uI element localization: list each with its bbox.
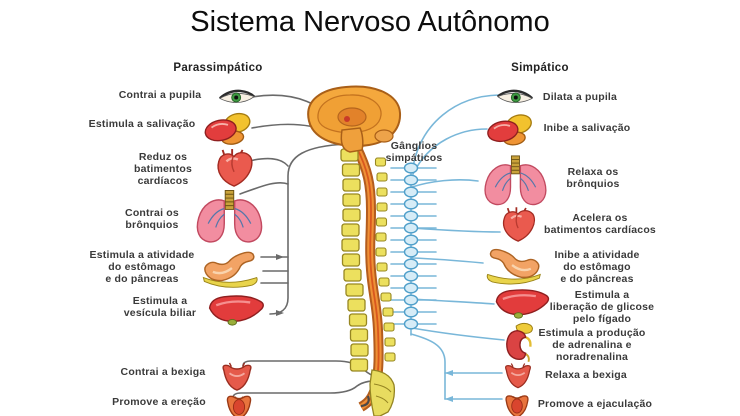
- bladder-icon: [222, 362, 252, 392]
- lungs-icon: [484, 155, 547, 206]
- stomach-pancreas-icon: [486, 248, 542, 286]
- sympathetic-organs: [484, 89, 550, 416]
- salivary-glands-icon: [485, 113, 535, 146]
- label-estimula-vesicula: Estimula a vesícula biliar: [123, 295, 197, 319]
- genitals-icon: [505, 395, 529, 416]
- parasympathetic-header: Parassimpático: [173, 62, 263, 74]
- label-promove-a-erecao: Promove a ereção: [112, 396, 206, 408]
- label-inibe-estomago: Inibe a atividade do estômago e do pâncr…: [554, 249, 640, 285]
- ganglia-label: Gânglios simpáticos: [385, 140, 443, 164]
- label-liberacao-glicose: Estimula a liberação de glicose pelo fíg…: [549, 289, 655, 325]
- label-contrai-a-bexiga: Contrai a bexiga: [120, 366, 206, 378]
- parasympathetic-organs: [196, 89, 265, 416]
- sacrum: [369, 369, 396, 416]
- page-title: Sistema Nervoso Autônomo: [190, 6, 550, 38]
- heart-icon: [502, 207, 536, 243]
- label-dilata-a-pupila: Dilata a pupila: [542, 91, 618, 103]
- label-promove-a-ejaculacao: Promove a ejaculação: [537, 398, 653, 410]
- label-contrai-os-bronquios: Contrai os brônquios: [125, 207, 179, 231]
- liver-gallbladder-icon: [208, 294, 265, 327]
- label-inibe-a-salivacao: Inibe a salivação: [543, 122, 631, 134]
- label-contrai-a-pupila: Contrai a pupila: [118, 89, 202, 101]
- brainstem: [340, 127, 364, 153]
- liver-icon: [495, 288, 550, 320]
- stomach-pancreas-icon: [202, 251, 259, 289]
- salivary-glands-icon: [202, 112, 253, 145]
- eye-icon: [219, 89, 255, 104]
- label-estimula-estomago: Estimula a atividade do estômago e do pâ…: [89, 249, 195, 285]
- sympathetic-header: Simpático: [511, 62, 569, 74]
- eye-icon: [497, 89, 533, 104]
- label-reduz-batimentos: Reduz os batimentos cardíacos: [133, 151, 193, 187]
- brain: [307, 85, 402, 153]
- label-relaxa-a-bexiga: Relaxa a bexiga: [545, 369, 627, 381]
- lungs-icon: [196, 189, 263, 243]
- label-estimula-a-salivacao: Estimula a salivação: [88, 118, 196, 130]
- spinal-column: [340, 143, 396, 416]
- label-relaxa-os-bronquios: Relaxa os brônquios: [566, 166, 620, 190]
- label-acelera-batimentos: Acelera os batimentos cardíacos: [544, 212, 656, 236]
- heart-icon: [216, 149, 254, 188]
- label-producao-adrenalina: Estimula a produção de adrenalina e nora…: [538, 327, 646, 363]
- genitals-icon: [226, 395, 252, 416]
- kidney-adrenal-icon: [505, 322, 534, 362]
- bladder-icon: [504, 362, 532, 389]
